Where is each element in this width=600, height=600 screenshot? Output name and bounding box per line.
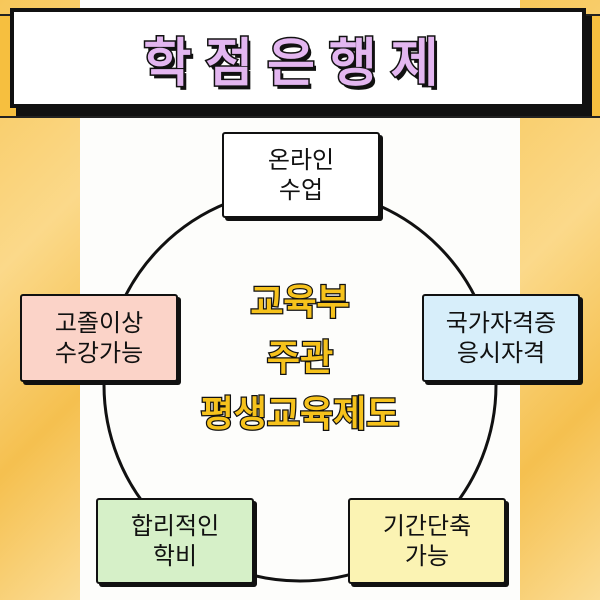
node-shortened-period-line-1: 기간단축 (382, 512, 472, 540)
node-tuition: 합리적인 학비 (96, 498, 254, 584)
node-eligibility: 고졸이상 수강가능 (20, 294, 178, 382)
node-tuition-line-1: 합리적인 (130, 512, 220, 540)
node-online-class-line-2: 수업 (278, 176, 324, 204)
node-online-class-line-1: 온라인 (267, 146, 335, 174)
node-tuition-line-2: 학비 (152, 542, 198, 570)
node-certificate-line-1: 국가자격증 (445, 309, 557, 337)
center-line-3: 평생교육제도 (199, 393, 400, 437)
center-label: 교육부 주관 평생교육제도 (150, 275, 450, 443)
node-eligibility-line-1: 고졸이상 (54, 309, 144, 337)
center-line-1: 교육부 (249, 281, 351, 325)
node-eligibility-line-2: 수강가능 (54, 339, 144, 367)
page-title: 학점은행제 (142, 32, 453, 95)
node-shortened-period-line-2: 가능 (404, 542, 450, 570)
center-line-2: 주관 (266, 337, 335, 381)
node-shortened-period: 기간단축 가능 (348, 498, 506, 584)
title-box: 학점은행제 (10, 8, 586, 108)
node-certificate-line-2: 응시자격 (456, 339, 546, 367)
node-online-class: 온라인 수업 (222, 132, 380, 218)
node-certificate: 국가자격증 응시자격 (422, 294, 580, 382)
